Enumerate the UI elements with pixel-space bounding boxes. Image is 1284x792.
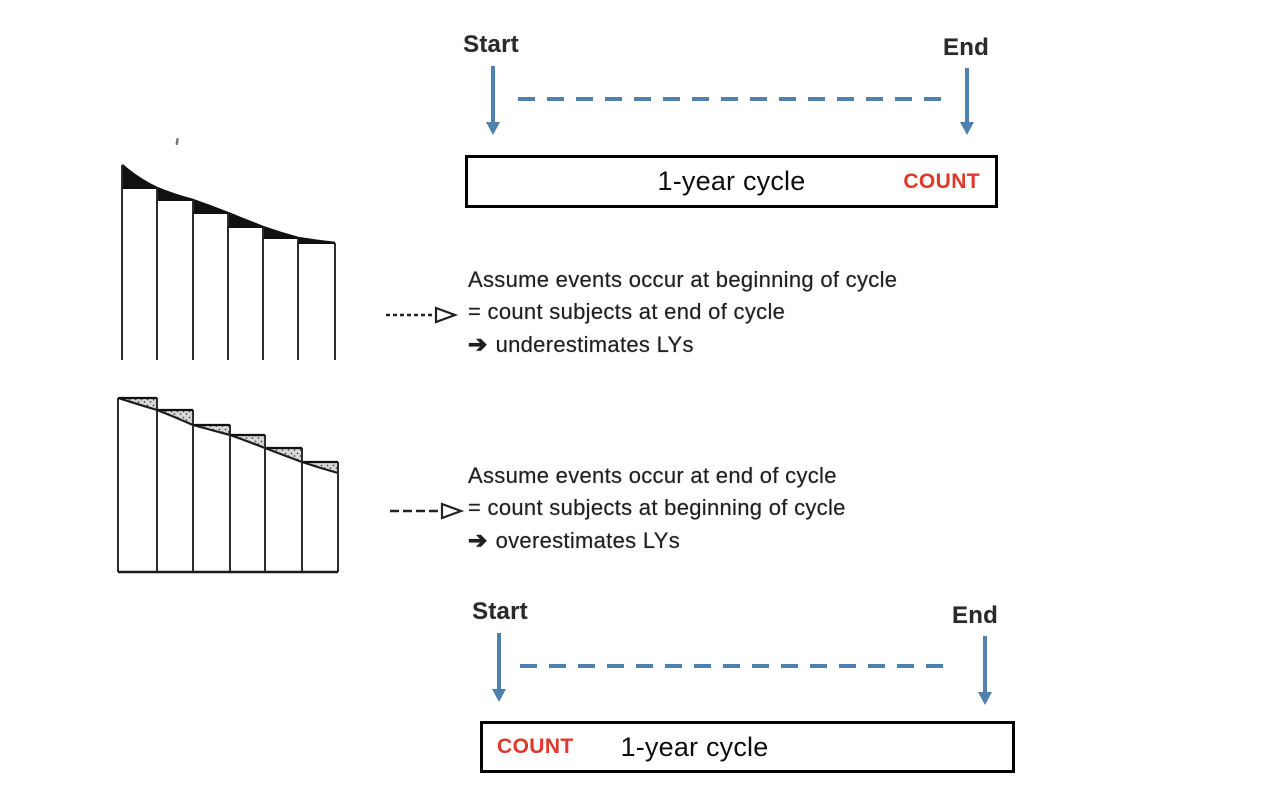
arrow-shaft: [983, 636, 987, 693]
annotation-line: = count subjects at beginning of cycle: [468, 495, 846, 520]
top-cycle-label: 1-year cycle: [657, 166, 806, 196]
bottom-start-label: Start: [472, 598, 528, 625]
scan-speck: [175, 138, 179, 146]
bottom-start-down-arrow-icon: [492, 633, 506, 703]
bold-right-arrow-icon: ➔: [468, 527, 488, 553]
annotation-conclusion: ➔ overestimates LYs: [468, 524, 1048, 557]
arrow-head: [492, 689, 506, 702]
annotation-overestimate: Assume events occur at end of cycle = co…: [468, 460, 1048, 557]
annotation-line: overestimates LYs: [495, 528, 681, 553]
arrow-head: [486, 122, 500, 135]
top-end-label: End: [943, 34, 989, 61]
bar-tops: [118, 396, 338, 464]
bar-edges: [121, 165, 336, 360]
bar-tops: [122, 187, 335, 244]
events-at-end-chart: [117, 396, 339, 574]
arrow-head: [960, 122, 974, 135]
bottom-end-down-arrow-icon: [978, 636, 992, 706]
bottom-count-label: COUNT: [497, 735, 574, 758]
annotation-line: Assume events occur at end of cycle: [468, 463, 837, 488]
bar-edges: [117, 398, 339, 572]
arrow-head: [978, 692, 992, 705]
arrow-shaft: [497, 633, 501, 690]
top-start-label: Start: [463, 31, 519, 58]
bottom-dashed-connector: [520, 664, 952, 668]
top-cycle-box: 1-year cycle COUNT: [465, 155, 998, 208]
annotation-line: underestimates LYs: [495, 332, 694, 357]
bottom-cycle-box: COUNT 1-year cycle: [480, 721, 1015, 773]
arrow-shaft: [965, 68, 969, 123]
arrow-shaft: [491, 66, 495, 123]
pointer-arrow-icon: [386, 306, 459, 324]
top-dashed-connector: [518, 97, 948, 101]
top-end-down-arrow-icon: [960, 68, 974, 136]
bottom-cycle-label: 1-year cycle: [620, 731, 769, 762]
top-count-label: COUNT: [903, 169, 980, 193]
bottom-end-label: End: [952, 602, 998, 629]
pointer-arrow-icon: [390, 502, 465, 520]
annotation-conclusion: ➔ underestimates LYs: [468, 328, 1048, 361]
annotation-line: Assume events occur at beginning of cycl…: [468, 267, 898, 292]
annotation-underestimate: Assume events occur at beginning of cycl…: [468, 264, 1048, 361]
events-at-beginning-chart: [121, 138, 336, 360]
top-start-down-arrow-icon: [486, 66, 500, 136]
annotation-line: = count subjects at end of cycle: [468, 299, 786, 324]
bold-right-arrow-icon: ➔: [468, 331, 488, 357]
